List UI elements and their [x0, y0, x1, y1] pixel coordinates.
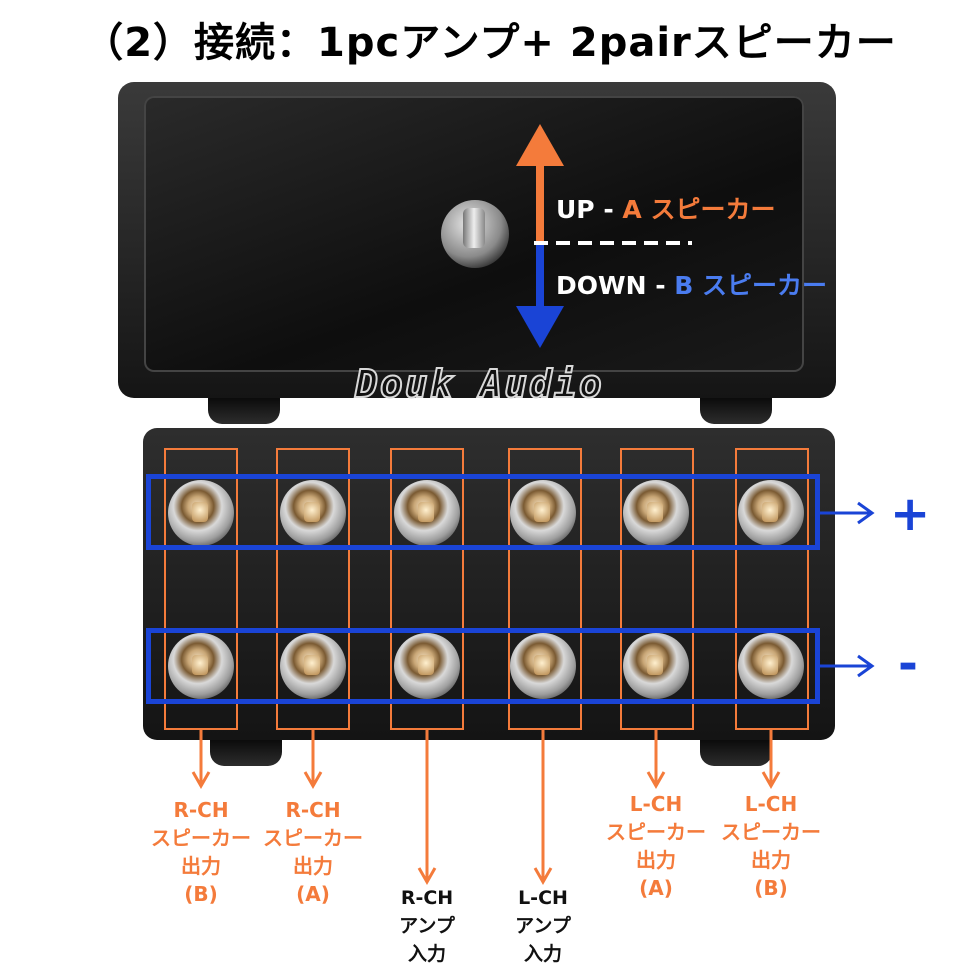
callout-line-ch: L-CH — [744, 792, 798, 816]
up-speaker-label: A スピーカー — [622, 195, 776, 224]
callout-line-l3: (A) — [296, 882, 330, 906]
terminal-column-frame — [620, 448, 694, 730]
callout-line-l2: 出力 — [293, 854, 333, 878]
callout-line-ch: L-CH — [629, 792, 683, 816]
bottom-foot-right — [700, 740, 772, 766]
binding-post-minus[interactable] — [623, 633, 689, 699]
callout-arrow-icon — [303, 771, 323, 790]
binding-post-plus[interactable] — [280, 480, 346, 546]
down-prefix: DOWN - — [556, 271, 675, 300]
minus-row-frame — [146, 628, 820, 704]
binding-post-minus[interactable] — [738, 633, 804, 699]
terminal-callout: R-CH スピーカー出力 (B) — [131, 796, 271, 908]
terminal-callout: R-CH スピーカー出力 (A) — [243, 796, 383, 908]
up-arrow-icon — [516, 124, 564, 166]
callout-line-l1: アンプ — [515, 915, 571, 937]
callout-line-l1: スピーカー — [151, 826, 251, 850]
callout-line-l1: スピーカー — [263, 826, 363, 850]
down-speaker-label: B スピーカー — [674, 271, 828, 300]
top-foot-left — [208, 398, 280, 424]
page-title: （2）接続：1pcアンプ+ 2pairスピーカー — [83, 20, 897, 66]
minus-arrow-icon — [857, 654, 875, 678]
callout-line-l1: スピーカー — [721, 820, 821, 844]
terminal-column-frame — [164, 448, 238, 730]
plus-arrow-icon — [857, 501, 875, 525]
bottom-foot-left — [210, 740, 282, 766]
toggle-lever[interactable] — [463, 208, 485, 248]
down-arrow-icon — [516, 306, 564, 348]
terminal-column-frame — [735, 448, 809, 730]
binding-post-plus[interactable] — [738, 480, 804, 546]
terminal-callout: R-CH アンプ入力 — [357, 884, 497, 968]
callout-line-l2: 出力 — [751, 848, 791, 872]
terminal-callout: L-CH スピーカー出力 (B) — [701, 790, 841, 902]
terminal-callout: L-CH スピーカー出力 (A) — [586, 790, 726, 902]
up-prefix: UP - — [556, 195, 623, 224]
terminal-column-frame — [508, 448, 582, 730]
top-foot-right — [700, 398, 772, 424]
terminal-column-frame — [390, 448, 464, 730]
plus-sign: + — [890, 486, 931, 542]
brand-watermark: Douk Audio — [354, 361, 604, 407]
callout-arrow-icon — [533, 867, 553, 886]
binding-post-plus[interactable] — [510, 480, 576, 546]
callout-arrow-icon — [191, 771, 211, 790]
terminal-callout: L-CH アンプ入力 — [473, 884, 613, 968]
callout-line-l2: 出力 — [181, 854, 221, 878]
callout-line-l1: スピーカー — [606, 820, 706, 844]
callout-line-l3: (B) — [754, 876, 788, 900]
callout-line-ch: R-CH — [400, 887, 454, 909]
switch-up-label: UP - A スピーカー — [556, 190, 775, 226]
callout-line-l2: 入力 — [407, 943, 446, 965]
callout-arrow-icon — [417, 867, 437, 886]
binding-post-plus[interactable] — [394, 480, 460, 546]
switch-down-label: DOWN - B スピーカー — [556, 266, 827, 302]
binding-post-minus[interactable] — [168, 633, 234, 699]
callout-line-l2: 入力 — [523, 943, 562, 965]
selector-rear-panel — [143, 428, 835, 740]
callout-line-l3: (A) — [639, 876, 673, 900]
callout-arrow-icon — [646, 771, 666, 790]
plus-row-frame — [146, 474, 820, 550]
toggle-switch[interactable] — [441, 200, 509, 268]
binding-post-plus[interactable] — [168, 480, 234, 546]
binding-post-minus[interactable] — [394, 633, 460, 699]
binding-post-minus[interactable] — [280, 633, 346, 699]
callout-line-l2: 出力 — [636, 848, 676, 872]
callout-line-ch: R-CH — [173, 798, 229, 822]
binding-post-minus[interactable] — [510, 633, 576, 699]
minus-sign: - — [898, 636, 918, 692]
callout-line-l3: (B) — [184, 882, 218, 906]
callout-line-ch: L-CH — [518, 887, 568, 909]
binding-post-plus[interactable] — [623, 480, 689, 546]
callout-line-l1: アンプ — [399, 915, 455, 937]
callout-line-ch: R-CH — [285, 798, 341, 822]
terminal-column-frame — [276, 448, 350, 730]
callout-arrow-icon — [761, 771, 781, 790]
